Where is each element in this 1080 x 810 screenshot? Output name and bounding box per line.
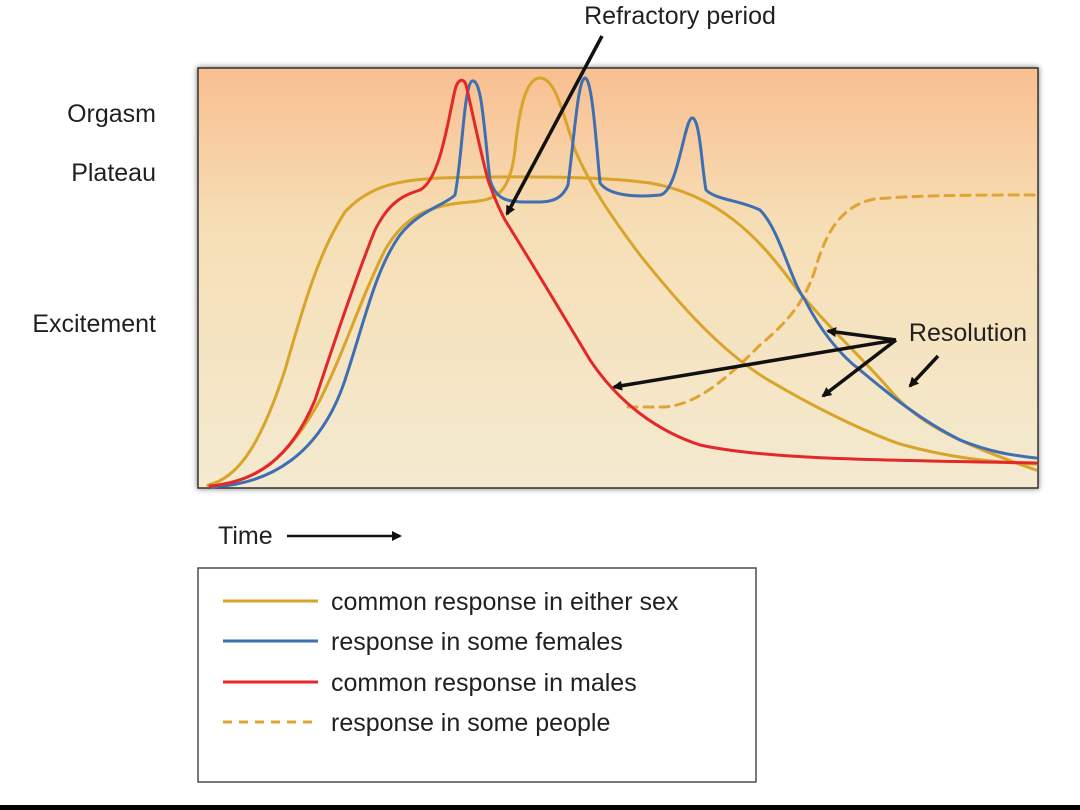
refractory-period-label: Refractory period [584,2,776,30]
curve-either-sex-orgasm [206,76,1038,488]
resolution-arrow-right [908,354,940,388]
refractory-arrow [505,35,604,216]
stage-label-plateau: Plateau [71,159,156,187]
curve-males [208,78,1038,488]
legend-label-males: common response in males [331,669,637,697]
stage-label-excitement: Excitement [32,310,156,338]
legend-box [197,567,757,783]
legend-label-some-people: response in some people [331,709,610,737]
legend-label-some-females: response in some females [331,628,623,656]
time-label: Time [218,522,273,550]
resolution-arrow-red [612,338,897,391]
legend-label-either-sex: common response in either sex [331,588,679,616]
resolution-label: Resolution [909,319,1027,347]
curve-some-females [210,76,1038,489]
plot-area [197,67,1039,489]
curve-either-sex-base [206,175,1038,487]
curve-some-people [626,193,1038,409]
resolution-arrow-blue [826,327,897,342]
legend: common response in either sex response i… [197,567,757,783]
stage-label-orgasm: Orgasm [67,100,156,128]
resolution-arrow-yellow [821,338,898,398]
